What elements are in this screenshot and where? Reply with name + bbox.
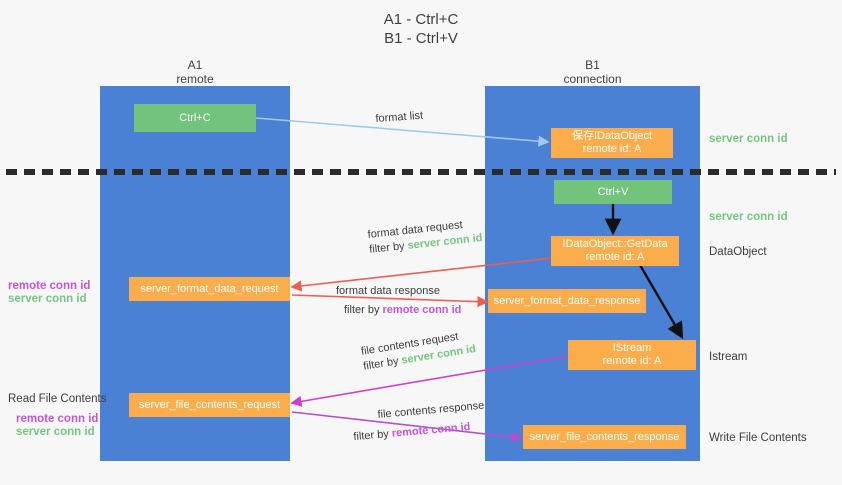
- label-server-conn-id-left-1: server conn id: [8, 293, 87, 305]
- column-header-a1-sub: remote: [176, 72, 214, 86]
- node-idataobject-getdata[interactable]: IDataObject::GetData remote id: A: [551, 236, 679, 266]
- title-line-2: B1 - Ctrl+V: [384, 30, 458, 47]
- node-save-idataobject-line2: remote id: A: [582, 143, 642, 155]
- title-line-1: A1 - Ctrl+C: [383, 11, 459, 28]
- label-remote-conn-id-left-2: remote conn id: [16, 413, 99, 425]
- node-getdata-line1: IDataObject::GetData: [562, 238, 668, 250]
- filter-value-2: remote conn id: [382, 304, 462, 316]
- label-dataobject: DataObject: [709, 246, 767, 258]
- edge-label-file-contents-response-filter: filter by remote conn id: [353, 419, 487, 446]
- edge-label-format-data-request: format data request filter by server con…: [367, 216, 483, 258]
- node-server-file-contents-request[interactable]: server_file_contents_request: [129, 393, 290, 417]
- node-server-format-data-request-label: server_format_data_request: [140, 282, 279, 295]
- node-server-format-data-response[interactable]: server_format_data_response: [488, 289, 646, 313]
- node-server-file-contents-response[interactable]: server_file_contents_response: [523, 425, 686, 449]
- filter-prefix-4: filter by: [352, 427, 393, 444]
- node-ctrl-c-label: Ctrl+C: [179, 111, 211, 124]
- filter-value-4: remote conn id: [391, 420, 471, 440]
- label-write-file-contents: Write File Contents: [709, 432, 807, 444]
- node-istream[interactable]: IStream remote id: A: [568, 340, 696, 370]
- label-server-conn-id-second: server conn id: [709, 211, 788, 223]
- edge-label-format-data-response-filter: filter by remote conn id: [344, 303, 461, 318]
- column-header-a1: A1 remote: [100, 58, 290, 86]
- node-server-format-data-request[interactable]: server_format_data_request: [129, 277, 290, 301]
- filter-prefix-1: filter by: [368, 239, 409, 256]
- label-server-conn-id-top: server conn id: [709, 133, 788, 145]
- node-istream-line1: IStream: [612, 342, 652, 354]
- label-server-conn-id-left-2: server conn id: [16, 426, 95, 438]
- edge-label-format-list: format list: [375, 109, 424, 125]
- node-save-idataobject-line1: 保存IDataObject: [571, 130, 653, 142]
- filter-prefix-2: filter by: [344, 304, 383, 316]
- edge-label-format-data-response: format data response filter by remote co…: [336, 284, 461, 318]
- column-header-a1-name: A1: [187, 58, 203, 72]
- edge-label-file-contents-request: file contents request filter by server c…: [360, 327, 477, 374]
- edge-label-format-data-response-text: format data response: [336, 285, 440, 297]
- node-istream-line2: remote id: A: [602, 355, 662, 367]
- label-remote-conn-id-left-1: remote conn id: [8, 280, 91, 292]
- node-server-file-contents-response-label: server_file_contents_response: [529, 430, 680, 443]
- node-ctrl-v[interactable]: Ctrl+V: [554, 180, 672, 204]
- node-getdata-line2: remote id: A: [585, 251, 645, 263]
- node-save-idataobject[interactable]: 保存IDataObject remote id: A: [551, 128, 673, 158]
- node-server-file-contents-request-label: server_file_contents_request: [138, 398, 281, 411]
- column-header-b1-sub: connection: [563, 72, 622, 86]
- edge-label-file-contents-response: file contents response filter by remote …: [353, 399, 487, 443]
- node-ctrl-v-label: Ctrl+V: [597, 185, 629, 198]
- label-read-file-contents: Read File Contents: [8, 393, 107, 405]
- column-header-b1-name: B1: [585, 58, 600, 72]
- node-ctrl-c[interactable]: Ctrl+C: [134, 104, 256, 132]
- label-istream: Istream: [709, 351, 748, 363]
- page-title: A1 - Ctrl+C B1 - Ctrl+V: [0, 10, 842, 48]
- column-header-b1: B1 connection: [485, 58, 700, 86]
- node-server-format-data-response-label: server_format_data_response: [493, 294, 641, 307]
